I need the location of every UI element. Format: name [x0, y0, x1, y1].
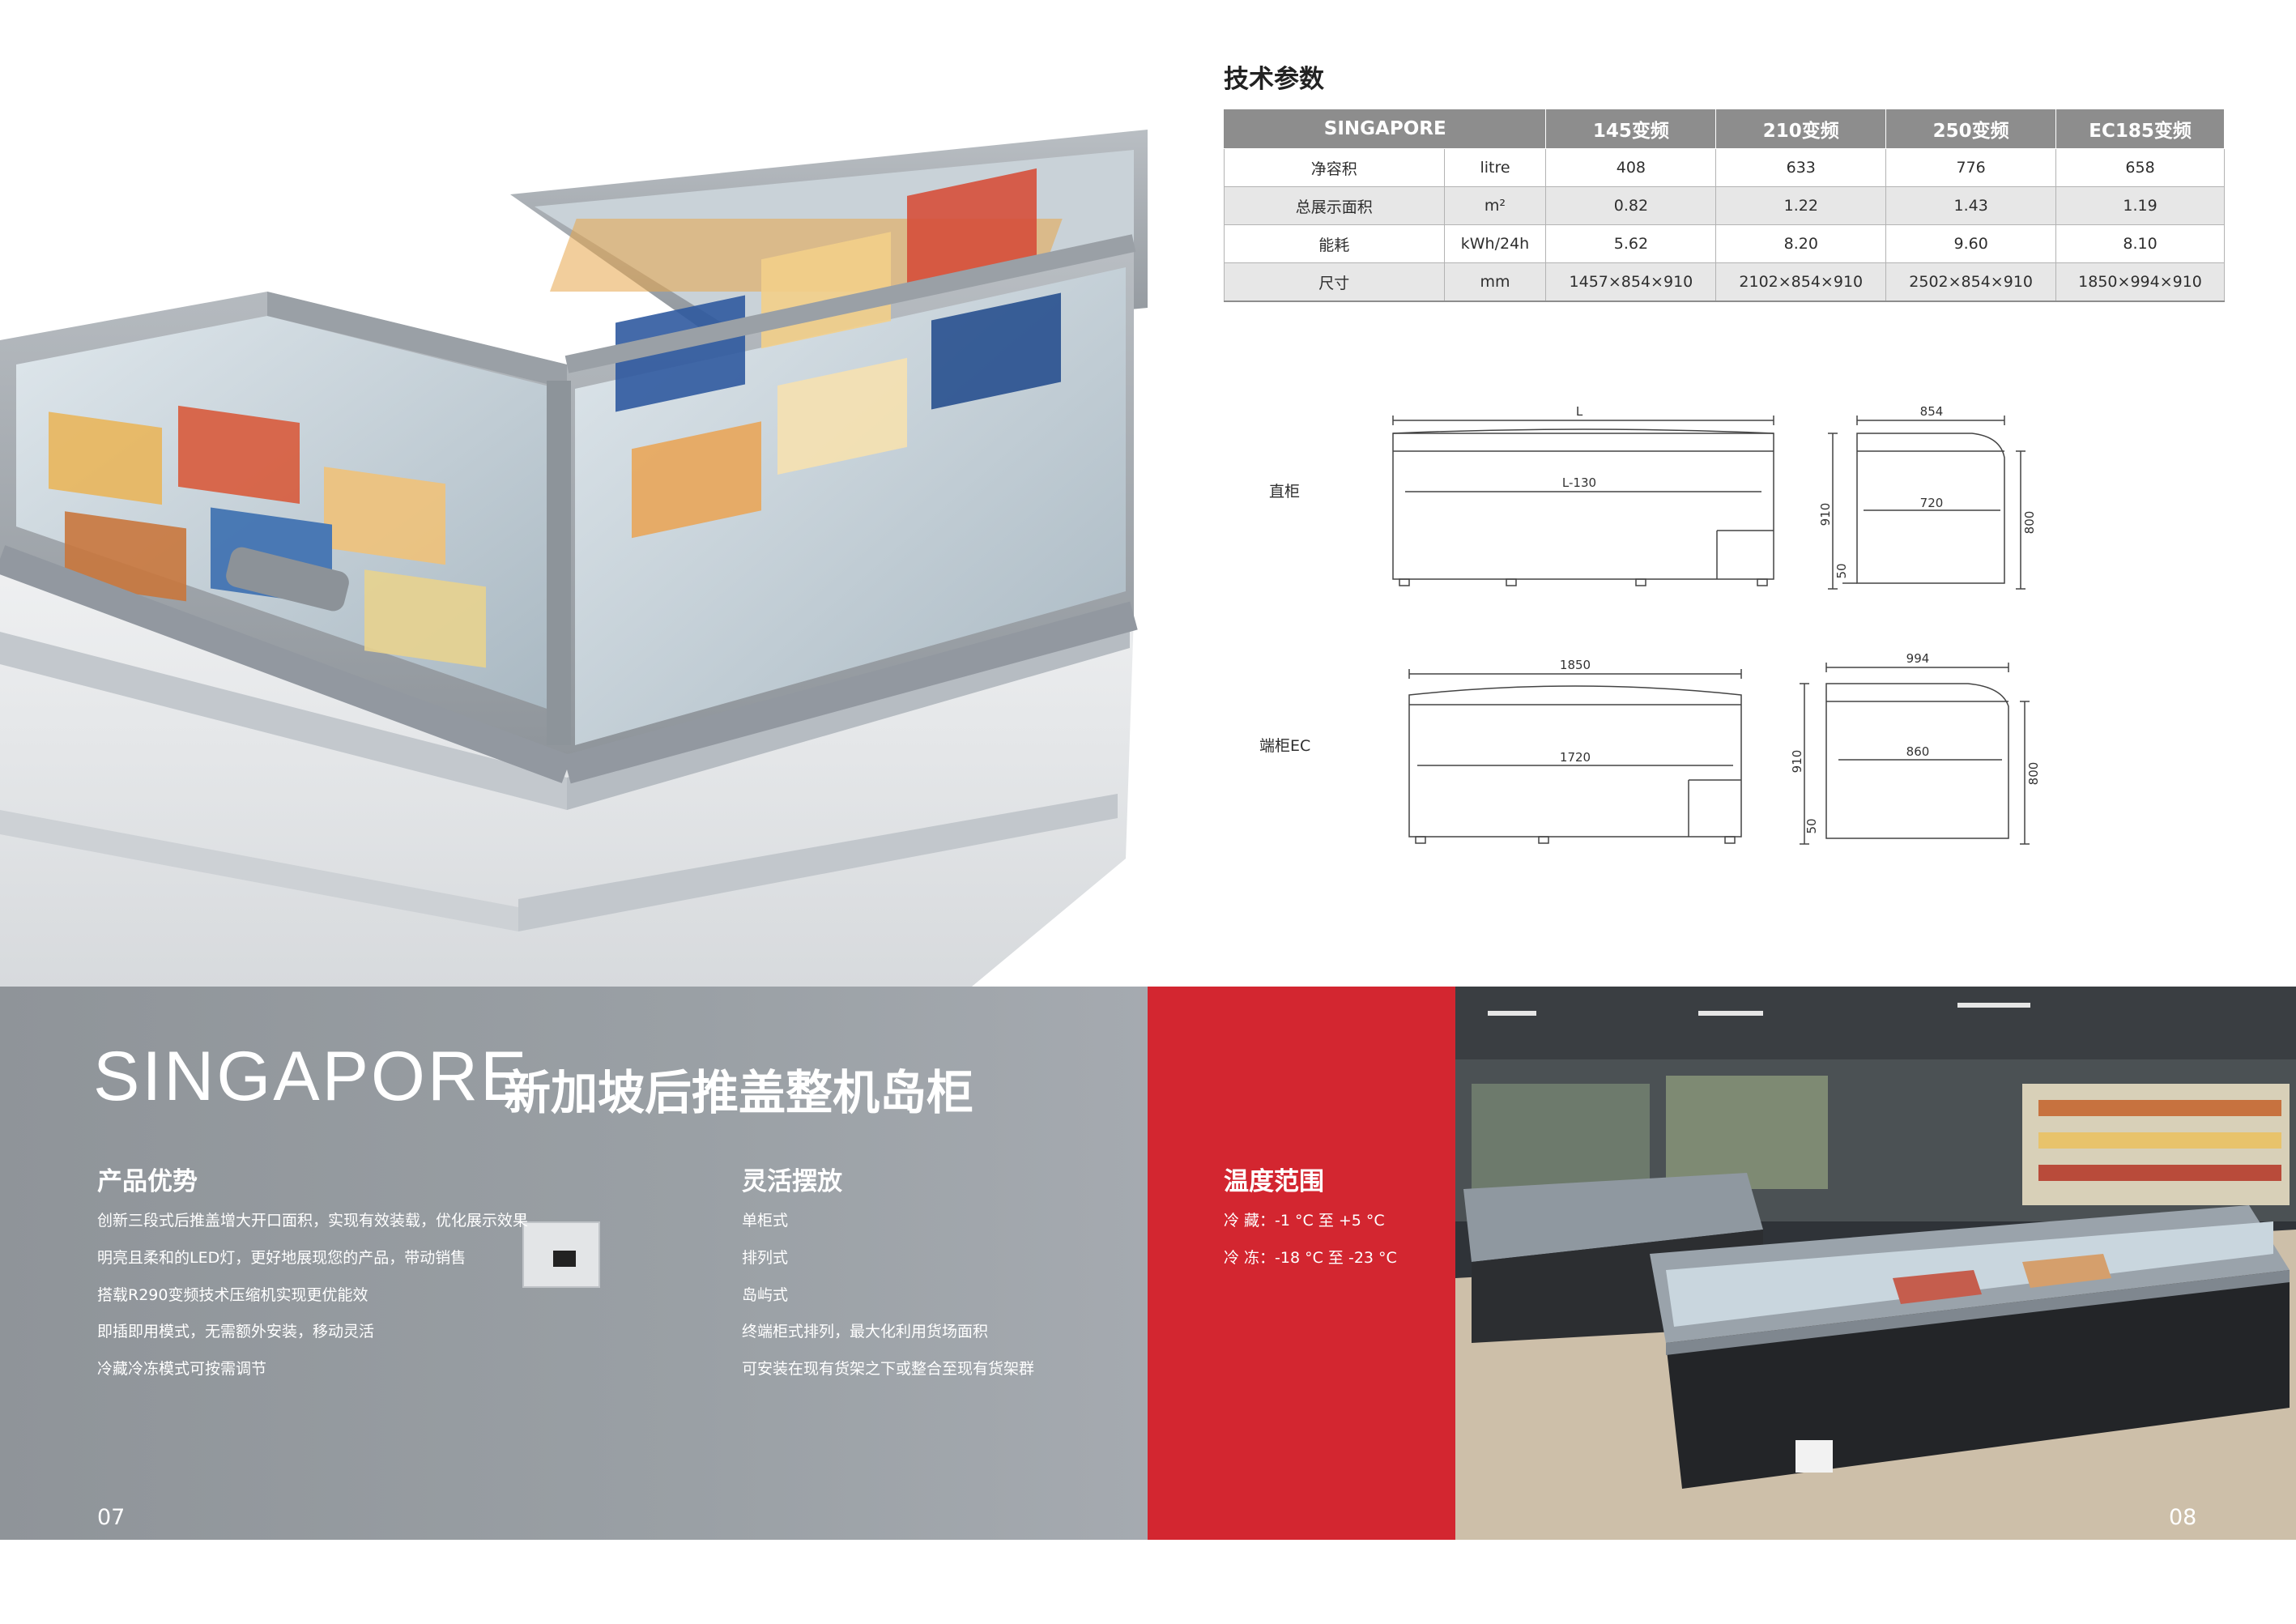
dim-straight-inner-height: 800	[2022, 511, 2037, 535]
spec-title: 技术参数	[1224, 65, 1324, 94]
spec-row-name: 能耗	[1224, 224, 1445, 263]
spec-header-cell: EC185变频	[2055, 109, 2225, 149]
page-number-right: 08	[2169, 1505, 2197, 1530]
spec-row-unit: m²	[1443, 186, 1547, 225]
end-front-drawing: 1850 1720	[1408, 658, 1742, 844]
product-name-en: SINGAPORE	[93, 1038, 530, 1115]
spec-cell: 658	[2055, 148, 2225, 187]
dim-straight-height: 910	[1818, 503, 1833, 526]
end-side-drawing: 994 860 910 800 50	[1790, 651, 2041, 845]
dim-end-width: 1850	[1560, 658, 1591, 672]
store-installation-photo	[1455, 987, 2296, 1540]
dim-end-inner-depth: 860	[1906, 744, 1930, 759]
spec-header-row: SINGAPORE 145变频 210变频 250变频 EC185变频	[1223, 109, 2225, 149]
layout-option-item: 岛屿式	[742, 1286, 789, 1304]
spec-row-name: 总展示面积	[1224, 186, 1445, 225]
table-row: 总展示面积 m² 0.82 1.22 1.43 1.19	[1224, 186, 2225, 225]
layout-option-item: 可安装在现有货架之下或整合至现有货架群	[742, 1360, 1035, 1378]
spec-cell: 2502×854×910	[1885, 262, 2057, 302]
spec-cell: 8.20	[1715, 224, 1887, 263]
dim-straight-inner-depth: 720	[1920, 496, 1944, 510]
temperature-panel	[1148, 987, 1455, 1540]
advantage-item: 明亮且柔和的LED灯，更好地展现您的产品，带动销售	[97, 1249, 466, 1267]
spec-header-cell: 210变频	[1715, 109, 1887, 149]
advantage-item: 即插即用模式，无需额外安装，移动灵活	[97, 1323, 375, 1341]
spec-cell: 1.22	[1715, 186, 1887, 225]
spec-cell: 9.60	[1885, 224, 2057, 263]
table-row: 净容积 litre 408 633 776 658	[1224, 148, 2225, 187]
spec-header-model: SINGAPORE	[1223, 109, 1547, 149]
product-name-cn: 新加坡后推盖整机岛柜	[504, 1065, 974, 1120]
spec-cell: 0.82	[1545, 186, 1717, 225]
straight-front-drawing: L L-130	[1392, 404, 1774, 586]
advantage-item: 搭载R290变频技术压缩机实现更优能效	[97, 1286, 368, 1304]
drawing-label-straight: 直柜	[1269, 483, 1301, 501]
dim-end-height: 910	[1790, 750, 1804, 774]
spec-cell: 776	[1885, 148, 2057, 187]
dim-straight-inner: L-130	[1562, 475, 1596, 490]
spec-row-unit: kWh/24h	[1443, 224, 1547, 263]
spec-row-unit: litre	[1443, 148, 1547, 187]
layout-options-title: 灵活摆放	[742, 1167, 842, 1196]
dim-end-inner-height: 800	[2026, 762, 2041, 786]
spec-cell: 8.10	[2055, 224, 2225, 263]
spec-cell: 408	[1545, 148, 1717, 187]
advantages-title: 产品优势	[97, 1167, 198, 1196]
spec-cell: 5.62	[1545, 224, 1717, 263]
drawing-label-end: 端柜EC	[1259, 737, 1311, 755]
dim-straight-depth: 854	[1920, 404, 1944, 419]
dim-end-depth: 994	[1906, 651, 1930, 666]
page-number-left: 07	[97, 1505, 126, 1530]
control-panel	[522, 1221, 600, 1288]
spec-cell: 1.43	[1885, 186, 2057, 225]
advantage-item: 冷藏冷冻模式可按需调节	[97, 1360, 267, 1378]
table-row: 尺寸 mm 1457×854×910 2102×854×910 2502×854…	[1224, 262, 2225, 302]
dim-end-inner: 1720	[1560, 750, 1591, 765]
table-row: 能耗 kWh/24h 5.62 8.20 9.60 8.10	[1224, 224, 2225, 263]
spec-row-unit: mm	[1443, 262, 1547, 302]
dim-straight-base: 50	[1834, 563, 1849, 578]
temperature-title: 温度范围	[1224, 1167, 1324, 1196]
freezer-product-photo	[0, 0, 1148, 987]
layout-option-item: 终端柜式排列，最大化利用货场面积	[742, 1323, 989, 1341]
spec-table: SINGAPORE 145变频 210变频 250变频 EC185变频 净容积 …	[1223, 109, 2225, 302]
dim-end-base: 50	[1804, 818, 1819, 833]
spec-header-cell: 250变频	[1885, 109, 2057, 149]
spec-cell: 633	[1715, 148, 1887, 187]
spec-row-name: 尺寸	[1224, 262, 1445, 302]
temperature-item: 冷 冻：-18 °C 至 -23 °C	[1224, 1249, 1397, 1267]
spec-cell: 2102×854×910	[1715, 262, 1887, 302]
advantage-item: 创新三段式后推盖增大开口面积，实现有效装载，优化展示效果	[97, 1212, 529, 1230]
spec-row-name: 净容积	[1224, 148, 1445, 187]
straight-side-drawing: 854 720 910 800 50	[1818, 404, 2037, 590]
spec-cell: 1.19	[2055, 186, 2225, 225]
spec-cell: 1457×854×910	[1545, 262, 1717, 302]
temperature-item: 冷 藏：-1 °C 至 +5 °C	[1224, 1212, 1385, 1230]
layout-option-item: 单柜式	[742, 1212, 789, 1230]
spec-cell: 1850×994×910	[2055, 262, 2225, 302]
layout-option-item: 排列式	[742, 1249, 789, 1267]
spec-header-cell: 145变频	[1545, 109, 1717, 149]
dim-straight-width: L	[1576, 404, 1583, 419]
